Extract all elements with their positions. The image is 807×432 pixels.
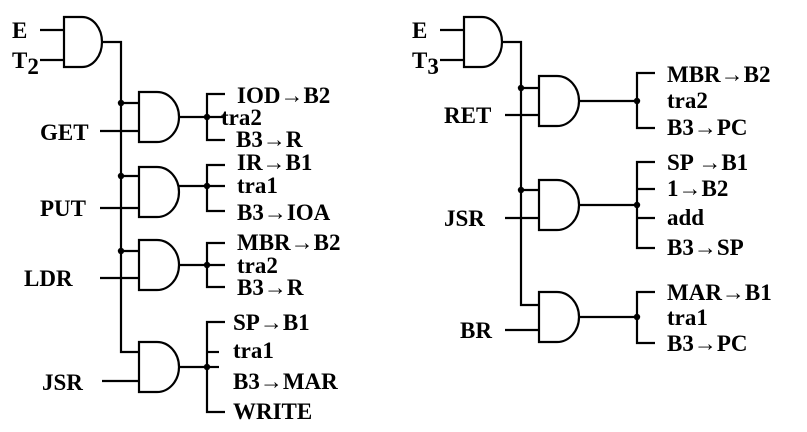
left-jsr-output-4: WRITE xyxy=(233,399,312,424)
left-ldr-output-2: tra2 xyxy=(237,253,278,278)
right-group-ret: RET MBR→B2 tra2 B3→PC xyxy=(444,62,771,140)
right-ret-output-3: B3→PC xyxy=(667,115,748,140)
left-input-and-gate: E T2 xyxy=(12,15,104,79)
left-ldr-output-1: MBR→B2 xyxy=(237,230,341,255)
left-group-ldr: LDR MBR→B2 tra2 B3→R xyxy=(24,230,341,300)
left-put-output-2: tra1 xyxy=(237,173,278,198)
right-group-ret-label: RET xyxy=(444,103,491,128)
right-input-and-gate: E T3 xyxy=(412,15,504,79)
left-ldr-output-3: B3→R xyxy=(237,275,304,300)
left-put-output-1: IR→B1 xyxy=(237,150,312,175)
right-jsr-output-2: 1→B2 xyxy=(667,176,728,201)
left-group-ldr-label: LDR xyxy=(24,266,73,291)
right-group-jsr-label: JSR xyxy=(444,206,485,231)
right-group-br-label: BR xyxy=(460,318,492,343)
left-get-output-1: IOD→B2 xyxy=(237,83,330,108)
left-circuit: E T2 GET IOD→B2 tra2 B3→R PUT xyxy=(12,15,341,424)
right-jsr-output-3: add xyxy=(667,205,704,230)
left-group-put: PUT IR→B1 tra1 B3→IOA xyxy=(40,150,331,225)
left-group-get: GET IOD→B2 tra2 B3→R xyxy=(40,83,330,152)
right-group-br: BR MAR→B1 tra1 B3→PC xyxy=(460,280,772,356)
right-br-output-3: B3→PC xyxy=(667,331,748,356)
left-get-output-2: tra2 xyxy=(221,105,262,130)
left-group-jsr-label: JSR xyxy=(42,370,83,395)
right-br-output-2: tra1 xyxy=(667,305,708,330)
left-put-output-3: B3→IOA xyxy=(237,200,331,225)
right-ret-output-1: MBR→B2 xyxy=(667,62,771,87)
right-br-output-1: MAR→B1 xyxy=(667,280,772,305)
left-group-get-label: GET xyxy=(40,120,89,145)
right-jsr-output-4: B3→SP xyxy=(667,235,744,260)
right-enable-bus xyxy=(502,40,539,307)
left-group-put-label: PUT xyxy=(40,196,86,221)
left-jsr-output-3: B3→MAR xyxy=(233,369,338,394)
left-jsr-output-1: SP→B1 xyxy=(233,310,310,335)
left-jsr-output-2: tra1 xyxy=(233,338,274,363)
right-input-e-label: E xyxy=(412,18,427,43)
right-ret-output-2: tra2 xyxy=(667,88,708,113)
left-group-jsr: JSR SP→B1 tra1 B3→MAR WRITE xyxy=(42,310,338,424)
left-get-output-3: B3→R xyxy=(236,127,303,152)
right-group-jsr: JSR SP →B1 1→B2 add B3→SP xyxy=(444,150,748,260)
left-input-t-label: T2 xyxy=(12,48,39,79)
right-circuit: E T3 RET MBR→B2 tra2 B3→PC JSR xyxy=(412,15,772,356)
left-enable-bus xyxy=(102,40,139,354)
left-input-e-label: E xyxy=(12,18,27,43)
right-input-t-label: T3 xyxy=(412,48,439,79)
right-jsr-output-1: SP →B1 xyxy=(667,150,748,175)
